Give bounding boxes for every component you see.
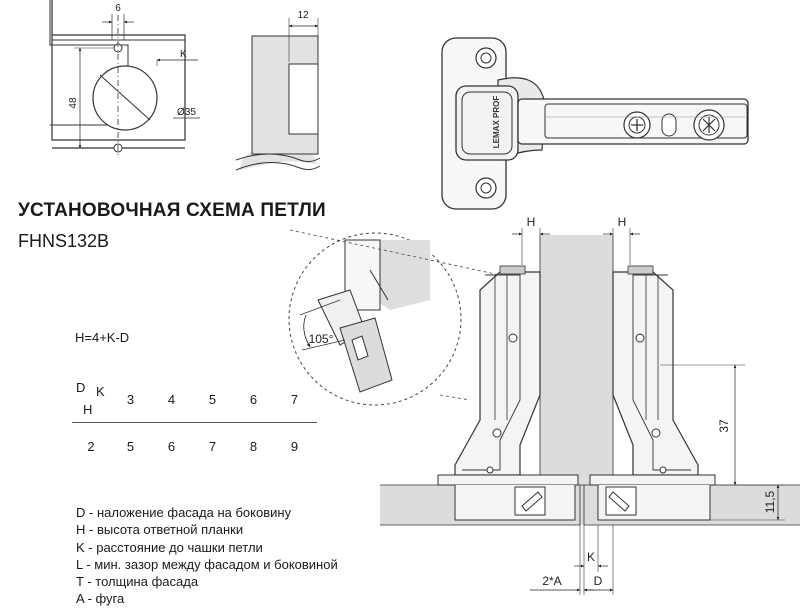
h-value-cell: 7 — [208, 438, 217, 454]
model-number: FHNS132B — [18, 231, 110, 251]
d-value-cell: 2 — [87, 438, 95, 454]
header-d: D — [76, 380, 86, 395]
height-48-label: 48 — [68, 97, 79, 109]
header-k: K — [96, 384, 105, 399]
depth-12-label: 12 — [297, 10, 309, 21]
height-37-label: 37 — [717, 419, 731, 433]
legend-item: D - наложение фасада на боковину — [76, 505, 292, 520]
d-bottom-label: D — [594, 574, 603, 588]
k-value-cell: 5 — [208, 391, 217, 407]
table-row-k: D K H 3 4 5 6 7 — [72, 376, 317, 423]
k-label-top: K — [180, 49, 187, 60]
h-value-cell: 9 — [290, 438, 299, 454]
dimension-table: D K H 3 4 5 6 7 2 5 6 7 8 9 — [72, 376, 317, 469]
table-header-cell: D K H — [72, 376, 110, 422]
legend-item: T - толщина фасада — [76, 574, 199, 590]
h-value-cell: 6 — [167, 438, 176, 454]
header-h: H — [83, 402, 93, 417]
installation-section-drawing — [380, 228, 800, 595]
legend-item: A - фуга — [76, 591, 125, 607]
legend-list: D - наложение фасада на боковину H - выс… — [76, 504, 338, 608]
table-row-h: 2 5 6 7 8 9 — [72, 423, 317, 469]
legend-item: H - высота ответной планки — [76, 522, 244, 538]
hinge-product-drawing: LEMAX PROF — [441, 37, 749, 210]
h-value-cell: 8 — [249, 438, 258, 454]
height-11-5-label: 11,5 — [763, 490, 777, 513]
diagram-title: УСТАНОВОЧНАЯ СХЕМА ПЕТЛИ — [18, 200, 326, 221]
door-section-drawing — [235, 18, 321, 171]
cup-diameter-label: Ø35 — [177, 107, 196, 118]
h-left-label: H — [527, 215, 536, 229]
k-bottom-label: K — [587, 550, 595, 564]
h-value-cell: 5 — [126, 438, 135, 454]
gap-label: 2*A — [542, 574, 561, 588]
k-value-cell: 6 — [249, 391, 258, 407]
cup-drilling-drawing — [49, 0, 200, 158]
h-right-label: H — [618, 215, 627, 229]
hinge-detail-callout — [288, 229, 501, 406]
legend-item: K - расстояние до чашки петли — [76, 539, 263, 555]
legend-item: L - мин. зазор между фасадом и боковиной — [76, 556, 338, 572]
hole-offset-label: 6 — [115, 3, 121, 14]
brand-mark: LEMAX PROF — [492, 96, 501, 149]
angle-label: 105° — [309, 332, 334, 346]
k-value-cell: 7 — [290, 391, 299, 407]
k-value-cell: 3 — [126, 391, 135, 407]
k-value-cell: 4 — [167, 391, 176, 407]
formula-text: H=4+K-D — [75, 330, 130, 345]
